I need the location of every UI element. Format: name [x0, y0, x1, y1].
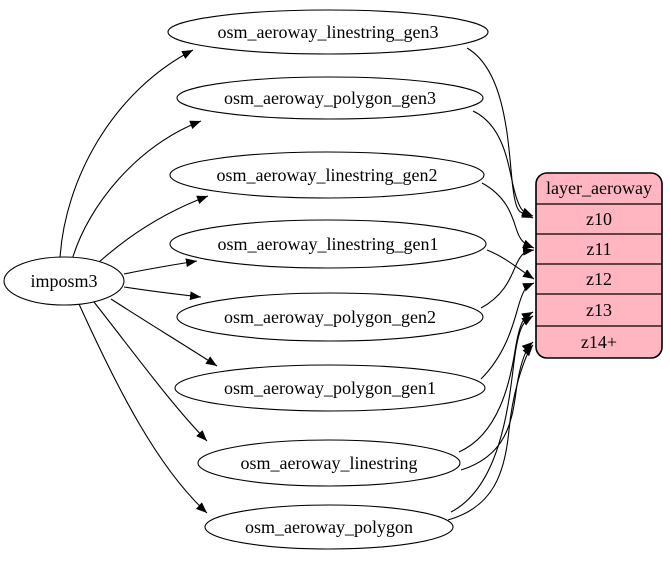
edge-osm_aeroway_linestring_gen3-to-z10: [466, 47, 534, 217]
layer-node-title: layer_aeroway: [546, 178, 652, 198]
edge-osm_aeroway_polygon-to-z14: [447, 344, 534, 521]
table-ellipse: [176, 76, 484, 120]
table-ellipse: [167, 9, 489, 55]
edge-osm_aeroway_linestring_gen2-to-z11: [481, 182, 535, 249]
table-label: osm_aeroway_polygon_gen1: [224, 378, 436, 398]
table-label: osm_aeroway_polygon: [245, 517, 413, 537]
edge-osm_aeroway_polygon_gen2-to-z11: [480, 246, 535, 309]
node-imposm3: imposm3: [3, 256, 125, 306]
node-osm-aeroway-linestring: osm_aeroway_linestring: [197, 439, 461, 487]
table-label: osm_aeroway_polygon_gen2: [224, 307, 436, 327]
node-osm-aeroway-linestring-gen2: osm_aeroway_linestring_gen2: [169, 151, 485, 199]
table-label: osm_aeroway_linestring_gen1: [218, 234, 439, 254]
edge-imposm3-to-osm_aeroway_polygon: [78, 303, 208, 514]
table-ellipse: [176, 292, 484, 342]
edge-osm_aeroway_polygon-to-z13: [450, 315, 534, 513]
layer-row-z14: z14+: [581, 332, 617, 352]
edge-imposm3-to-osm_aeroway_linestring: [93, 301, 208, 442]
layer-node-box: [535, 172, 663, 359]
table-ellipse: [174, 364, 486, 412]
node-osm-aeroway-polygon-gen2: osm_aeroway_polygon_gen2: [176, 292, 484, 342]
edge-imposm3-to-osm_aeroway_polygon_gen3: [71, 120, 202, 261]
table-ellipse: [169, 219, 487, 269]
edge-osm_aeroway_linestring_gen1-to-z12: [486, 249, 535, 280]
node-osm-aeroway-linestring-gen3: osm_aeroway_linestring_gen3: [167, 9, 489, 55]
node-osm-aeroway-polygon: osm_aeroway_polygon: [204, 504, 454, 550]
table-ellipse: [204, 504, 454, 550]
node-layer-aeroway: layer_aeroway z10 z11 z12 z13 z14+: [535, 172, 663, 359]
edge-imposm3-to-osm_aeroway_polygon_gen2: [123, 286, 202, 301]
layer-row-z11: z11: [586, 239, 611, 259]
node-osm-aeroway-polygon-gen3: osm_aeroway_polygon_gen3: [176, 76, 484, 120]
edge-imposm3-to-osm_aeroway_polygon_gen1: [110, 298, 218, 367]
layer-row-z10: z10: [586, 209, 612, 229]
edge-osm_aeroway_polygon_gen3-to-z10: [472, 110, 534, 219]
layer-row-z13: z13: [586, 300, 612, 320]
node-osm-aeroway-polygon-gen1: osm_aeroway_polygon_gen1: [174, 364, 486, 412]
table-label: osm_aeroway_linestring_gen3: [218, 22, 439, 42]
edge-imposm3-to-osm_aeroway_linestring_gen3: [59, 49, 194, 259]
table-label: osm_aeroway_linestring: [241, 453, 418, 473]
edge-osm_aeroway_polygon_gen1-to-z12: [480, 282, 535, 380]
table-ellipse: [169, 151, 485, 199]
table-ellipse: [197, 439, 461, 487]
edge-imposm3-to-osm_aeroway_linestring_gen1: [123, 258, 198, 275]
edge-imposm3-to-osm_aeroway_linestring_gen2: [97, 195, 209, 264]
imposm3-ellipse: [3, 256, 125, 306]
table-label: osm_aeroway_linestring_gen2: [217, 165, 438, 185]
table-label: osm_aeroway_polygon_gen3: [224, 88, 436, 108]
node-osm-aeroway-linestring-gen1: osm_aeroway_linestring_gen1: [169, 219, 487, 269]
edges-source-to-tables: [59, 49, 218, 514]
edges-tables-to-layer: [447, 47, 535, 521]
layer-row-z12: z12: [586, 269, 612, 289]
imposm3-label: imposm3: [30, 271, 97, 291]
